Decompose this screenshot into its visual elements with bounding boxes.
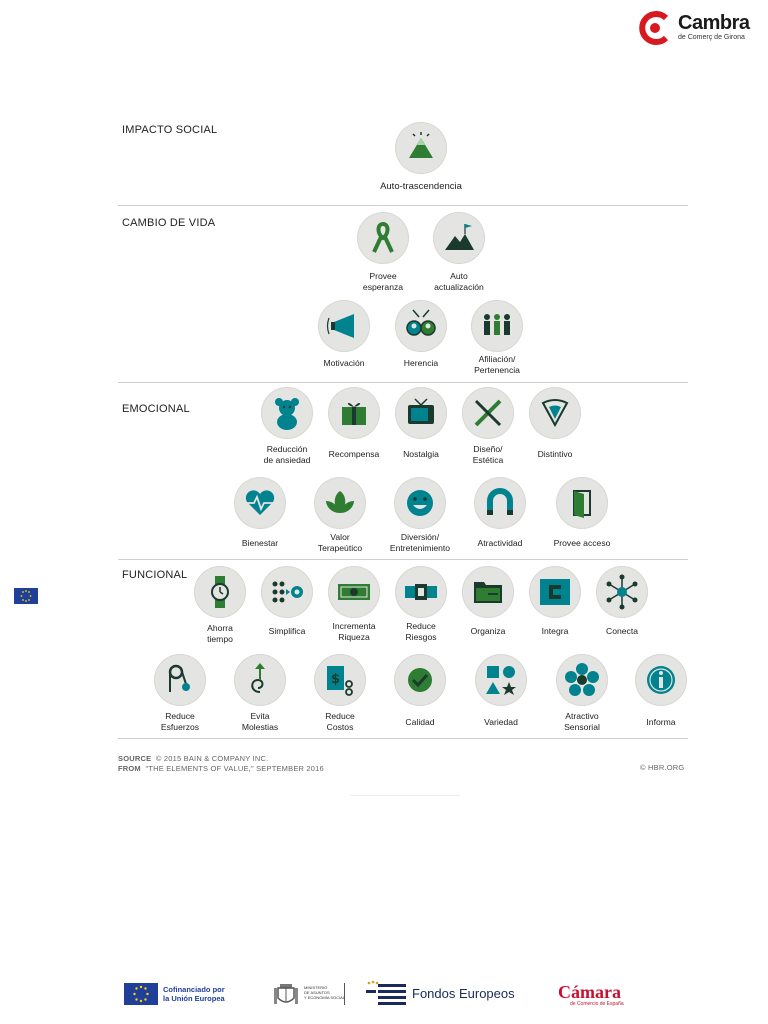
price-tag-scissors-icon: $ — [327, 666, 353, 696]
camara-subtitle: de Comercio de España — [570, 1001, 624, 1007]
source-line-2: FROM "THE ELEMENTS OF VALUE," SEPTEMBER … — [118, 764, 324, 773]
group-people-icon — [484, 314, 510, 335]
flower-icon — [565, 663, 599, 696]
dots-simplify-icon — [272, 581, 303, 603]
hbr-credit: © HBR.ORG — [640, 763, 685, 772]
cambra-c-mark-icon — [639, 11, 669, 45]
element-label: Recompensa — [328, 449, 380, 459]
element-label: Variedad — [484, 717, 518, 727]
integrate-square-icon — [540, 579, 570, 605]
section-title-cambio-de-vida: CAMBIO DE VIDA — [122, 217, 216, 229]
lotus-leaf-icon — [326, 491, 354, 513]
eu-flag-small-icon — [14, 588, 38, 604]
eu-stars-icon — [20, 590, 32, 602]
maze-arrow-icon — [251, 663, 265, 693]
info-icon — [647, 666, 675, 694]
shapes-icon — [486, 666, 516, 695]
from-text: "THE ELEMENTS OF VALUE," SEPTEMBER 2016 — [145, 764, 324, 773]
smiley-icon — [407, 490, 433, 516]
ribbon-icon — [372, 221, 394, 253]
footer-separator — [344, 983, 345, 1005]
element-label: Atractivo Sensorial — [564, 711, 600, 732]
logo-subtitle: de Comerç de Girona — [678, 34, 745, 41]
banknote-icon — [338, 584, 370, 600]
element-label: Reduce Esfuerzos — [160, 711, 200, 732]
checkmark-icon — [408, 668, 432, 692]
element-label: Conecta — [605, 626, 638, 636]
seatbelt-icon — [405, 584, 437, 600]
fondos-europeos-text: Fondos Europeos — [412, 986, 515, 1001]
heartbeat-icon — [245, 490, 275, 515]
element-label: Reduce Costos — [325, 711, 355, 732]
element-label: Ahorra tiempo — [207, 623, 233, 644]
faint-divider — [350, 795, 460, 796]
element-label: Atractividad — [477, 538, 523, 548]
pencil-brush-icon — [474, 399, 502, 427]
cambra-logo: Cambra de Comerç de Girona — [636, 10, 762, 46]
spain-government-crest-icon — [274, 984, 298, 1004]
element-label: Afiliación/ Pertenencia — [474, 354, 520, 375]
fondos-europeos-flag-icon — [366, 980, 406, 1005]
section-divider — [118, 382, 688, 383]
magnet-icon — [487, 488, 513, 515]
source-label: SOURCE — [118, 754, 152, 763]
retro-tv-icon — [408, 398, 434, 424]
source-text: © 2015 BAIN & COMPANY INC. — [155, 754, 269, 763]
teddy-bear-icon — [275, 398, 299, 430]
element-label: Calidad — [405, 717, 435, 727]
section-title-impacto-social: IMPACTO SOCIAL — [122, 124, 218, 136]
element-label: Auto actualización — [434, 271, 484, 292]
element-label: Simplifica — [268, 626, 306, 636]
logo-name: Cambra — [678, 12, 750, 34]
element-label: Incrementa Riqueza — [332, 621, 376, 642]
section-title-emocional: EMOCIONAL — [122, 403, 190, 415]
folder-icon — [474, 582, 502, 603]
eu-stars-icon — [133, 985, 149, 1003]
pulley-icon — [168, 664, 190, 692]
element-label: Motivación — [323, 358, 365, 368]
element-label: Organiza — [470, 626, 506, 636]
element-label: Bienestar — [241, 538, 279, 548]
element-label: Provee esperanza — [362, 271, 404, 292]
element-label: Diversión/ Entretenimiento — [389, 532, 451, 553]
eu-flag-icon — [124, 983, 158, 1005]
section-divider — [118, 559, 688, 560]
svg-text:$: $ — [331, 672, 340, 687]
element-label: Reducción de ansiedad — [263, 444, 311, 465]
element-circle — [433, 212, 485, 264]
network-hub-icon — [606, 574, 638, 610]
shield-badge-icon — [541, 399, 569, 428]
element-circle — [474, 477, 526, 529]
camara-logo-text: Cámara — [558, 982, 621, 1002]
element-label: Evita Molestias — [241, 711, 279, 732]
element-circle — [154, 654, 206, 706]
section-title-funcional: FUNCIONAL — [122, 569, 188, 581]
mountain-pyramid-icon — [409, 132, 433, 158]
megaphone-icon — [326, 314, 354, 338]
family-faces-icon — [406, 309, 436, 336]
eu-cofinanced-text: Cofinanciado por la Unión Europea — [163, 985, 225, 1003]
element-label: Valor Terapeútico — [317, 532, 363, 553]
element-label: Reduce Riesgos — [405, 621, 437, 642]
open-door-icon — [573, 490, 591, 518]
element-label: Distintivo — [537, 449, 573, 459]
element-label: Integra — [541, 626, 569, 636]
section-divider — [118, 205, 688, 206]
section-divider — [118, 738, 688, 739]
source-line-1: SOURCE © 2015 BAIN & COMPANY INC. — [118, 754, 268, 763]
element-label: Provee acceso — [553, 538, 611, 548]
element-circle — [475, 654, 527, 706]
mountain-flag-icon — [445, 224, 474, 250]
element-label: Herencia — [403, 358, 439, 368]
element-label: Auto-trascendencia — [380, 181, 462, 192]
from-label: FROM — [118, 764, 141, 773]
element-label: Diseño/ Estética — [472, 444, 504, 465]
element-label: Informa — [646, 717, 676, 727]
gift-box-icon — [342, 402, 366, 425]
ministry-text: MINISTERIO DE ASUNTOS Y ECONOMÍA SOCIAL — [304, 985, 346, 1000]
element-label: Nostalgia — [403, 449, 439, 459]
wristwatch-icon — [211, 576, 229, 608]
